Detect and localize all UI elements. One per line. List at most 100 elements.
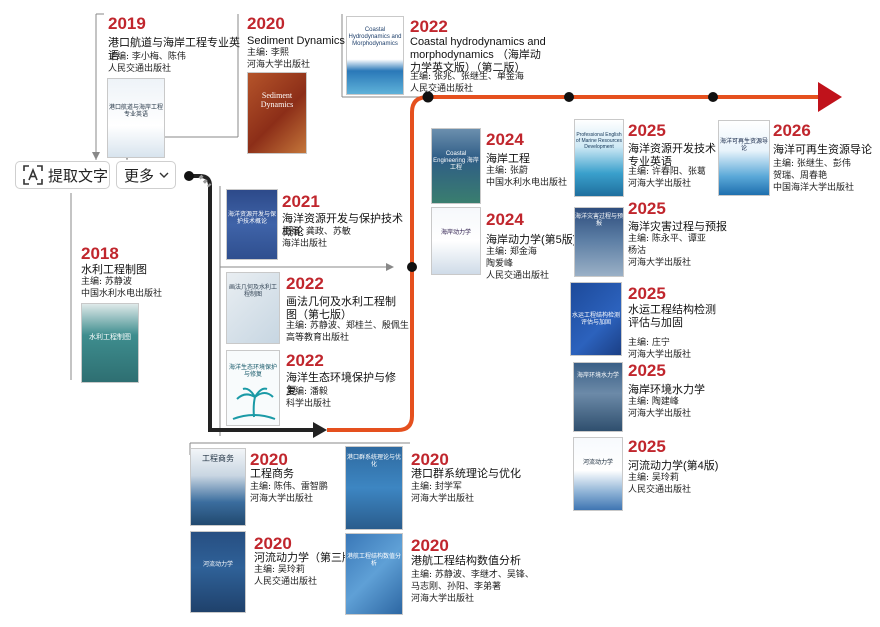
more-label: 更多 bbox=[124, 166, 155, 185]
book-meta: 主编: 陈永平、谭亚 杨沽 河海大学出版社 bbox=[628, 234, 706, 268]
book-meta: 主编: 张继生、彭伟 贺瑞、周春艳 中国海洋大学出版社 bbox=[773, 159, 855, 193]
book-cover: 河流动力学 bbox=[190, 531, 246, 613]
book-year: 2020 bbox=[247, 14, 285, 33]
book-title: 港航工程结构数值分析 bbox=[411, 555, 521, 567]
cover-title: 海岸动力学 bbox=[440, 230, 471, 236]
cover-title: 画法几何及水利工程制图 bbox=[228, 285, 277, 298]
book-year: 2024 bbox=[486, 130, 524, 149]
cover-title: 港航工程结构数值分析 bbox=[346, 554, 401, 567]
book-meta: 主编: 庄宁 河海大学出版社 bbox=[628, 338, 692, 360]
book-meta: 主编: 苏静波、李继才、吴锋、 马志刚、孙阳、李弟著 河海大学出版社 bbox=[411, 570, 534, 604]
book-cover: 海岸环境水力学 bbox=[573, 362, 623, 432]
cover-title: 港口航道与海岸工程专业英语 bbox=[108, 105, 163, 118]
book-cover: 工程商务 bbox=[190, 448, 246, 526]
cover-title: 河流动力学 bbox=[202, 562, 233, 568]
book-title: 海洋可再生资源导论 bbox=[773, 144, 872, 156]
cover-title: 海洋灾害过程与预报 bbox=[575, 214, 624, 227]
extract-text-button[interactable]: 提取文字 bbox=[15, 161, 110, 189]
book-year: 2020 bbox=[411, 536, 449, 555]
book-title: 海岸动力学(第5版) bbox=[486, 234, 577, 246]
book-year: 2022 bbox=[410, 17, 448, 36]
book-meta: 主编: 封学军 河海大学出版社 bbox=[411, 482, 475, 504]
palm-tree-icon bbox=[232, 387, 276, 420]
cover-title: 海洋生态环境保护与修复 bbox=[228, 365, 277, 378]
more-button[interactable]: 更多 bbox=[116, 161, 176, 189]
book-meta: 主编: 张蔚 中国水利水电出版社 bbox=[486, 166, 568, 188]
book-meta: 主编: 龚政、苏敏 海洋出版社 bbox=[282, 227, 351, 249]
book-cover: 海岸动力学 bbox=[431, 207, 481, 275]
book-year: 2025 bbox=[628, 121, 666, 140]
cover-title: 海岸环境水力学 bbox=[576, 373, 619, 379]
book-year: 2021 bbox=[282, 192, 320, 211]
book-meta: 主编: 陈伟、雷智鹏 河海大学出版社 bbox=[250, 482, 328, 504]
book-year: 2018 bbox=[81, 244, 119, 263]
book-year: 2019 bbox=[108, 14, 146, 33]
book-title: 工程商务 bbox=[250, 468, 294, 480]
book-year: 2020 bbox=[250, 450, 288, 469]
book-year: 2022 bbox=[286, 351, 324, 370]
book-title: 海岸工程 bbox=[486, 153, 530, 165]
book-title: 海洋生态环境保护与修复 bbox=[286, 372, 396, 397]
cover-title: 水利工程制图 bbox=[89, 334, 131, 341]
book-title: 港口群系统理论与优化 bbox=[411, 468, 521, 480]
cover-title: Coastal Hydrodynamics and Morphodynamics bbox=[348, 27, 402, 47]
cover-title: 工程商务 bbox=[202, 454, 234, 463]
book-meta: 主编: 潘毅 科学出版社 bbox=[286, 387, 332, 409]
book-cover: Coastal Engineering 海岸工程 bbox=[431, 128, 481, 204]
book-meta: 主编: 陶建峰 河海大学出版社 bbox=[628, 397, 692, 419]
book-year: 2025 bbox=[628, 361, 666, 380]
book-meta: 主编: 吴玲莉 人民交通出版社 bbox=[628, 473, 692, 495]
book-meta: 主编: 苏静波、郑桂兰、殷佩生 高等教育出版社 bbox=[286, 321, 409, 343]
book-title: 河流动力学(第4版) bbox=[628, 460, 719, 472]
book-title: 港口航道与海岸工程专业英语 bbox=[108, 37, 240, 62]
cover-title: 海洋可再生资源导论 bbox=[719, 139, 768, 152]
book-cover: Coastal Hydrodynamics and Morphodynamics bbox=[346, 16, 404, 95]
book-title: 海洋资源开发技术专业英语 bbox=[628, 143, 716, 168]
book-year: 2025 bbox=[628, 437, 666, 456]
chevron-down-icon bbox=[159, 172, 169, 178]
extract-text-label: 提取文字 bbox=[48, 166, 109, 185]
book-cover: 港口群系统理论与优化 bbox=[345, 446, 403, 530]
cover-title: 海洋资源开发与保护技术概论 bbox=[227, 212, 276, 225]
book-cover: Sediment Dynamics bbox=[247, 72, 307, 154]
book-title: 水运工程结构检测评估与加固 bbox=[628, 304, 716, 329]
cover-title: Sediment Dynamics bbox=[260, 91, 294, 109]
book-cover: 水利工程制图 bbox=[81, 303, 139, 383]
cover-title: Professional English of Marine Resources… bbox=[575, 132, 623, 150]
book-title: Sediment Dynamics bbox=[247, 35, 345, 47]
book-cover: 海洋生态环境保护与修复 bbox=[226, 350, 280, 426]
book-meta: 主编: 李熙 河海大学出版社 bbox=[247, 48, 311, 70]
book-meta: 主编: 许春阳、张葛 河海大学出版社 bbox=[628, 167, 706, 189]
book-meta: 主编: 李小梅、陈伟 人民交通出版社 bbox=[108, 52, 186, 74]
book-meta: 主编: 张兆、张继生、单金海 人民交通出版社 bbox=[410, 72, 524, 94]
book-cover: 港航工程结构数值分析 bbox=[345, 533, 403, 615]
book-year: 2024 bbox=[486, 210, 524, 229]
book-year: 2026 bbox=[773, 121, 811, 140]
book-title: 河流动力学（第三版） bbox=[254, 552, 364, 564]
book-cover: 河流动力学 bbox=[573, 437, 623, 511]
book-meta: 主编: 郑金海 陶爱峰 人民交通出版社 bbox=[486, 247, 550, 281]
book-cover: 画法几何及水利工程制图 bbox=[226, 272, 280, 344]
cover-title: 水运工程结构检测评估与加固 bbox=[571, 313, 620, 326]
book-cover: 海洋灾害过程与预报 bbox=[574, 207, 624, 277]
book-title: 水利工程制图 bbox=[81, 264, 147, 276]
text-recognition-icon bbox=[23, 165, 43, 185]
book-title: 海洋资源开发与保护技术概论 bbox=[282, 213, 403, 238]
book-title: 画法几何及水利工程制图（第七版） bbox=[286, 296, 396, 321]
book-cover: Professional English of Marine Resources… bbox=[574, 119, 624, 197]
book-year: 2022 bbox=[286, 274, 324, 293]
book-title: 海岸环境水力学 bbox=[628, 384, 705, 396]
book-year: 2025 bbox=[628, 284, 666, 303]
book-title: Coastal hydrodynamics and morphodynamics… bbox=[410, 36, 546, 74]
book-cover: 海洋资源开发与保护技术概论 bbox=[226, 189, 278, 260]
book-year: 2020 bbox=[411, 450, 449, 469]
cover-title: 港口群系统理论与优化 bbox=[346, 455, 401, 468]
book-cover: 港口航道与海岸工程专业英语 bbox=[107, 78, 165, 158]
book-meta: 主编: 苏静波 中国水利水电出版社 bbox=[81, 277, 163, 299]
book-cover: 水运工程结构检测评估与加固 bbox=[570, 282, 622, 356]
cover-title: 河流动力学 bbox=[582, 460, 613, 466]
cover-title: Coastal Engineering 海岸工程 bbox=[433, 151, 479, 171]
book-title: 海洋灾害过程与预报 bbox=[628, 221, 727, 233]
book-meta: 主编: 吴玲莉 人民交通出版社 bbox=[254, 565, 318, 587]
